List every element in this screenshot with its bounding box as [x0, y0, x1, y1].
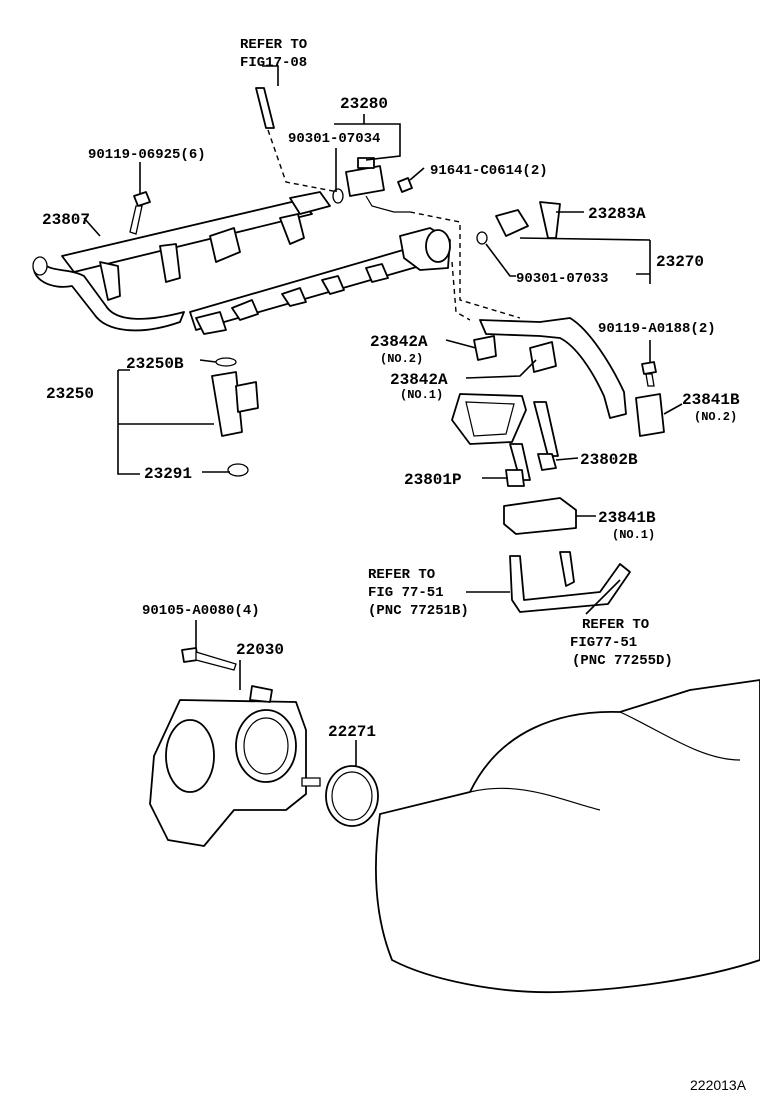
clamp-23841B-no2	[635, 393, 665, 437]
label-23841B-no1-sub: (NO.1)	[612, 528, 655, 542]
label-23291: 23291	[144, 465, 192, 483]
gasket-22271	[325, 765, 379, 827]
label-23802B: 23802B	[580, 451, 638, 469]
label-90301-07033: 90301-07033	[516, 271, 608, 287]
label-23842A-no2-sub: (NO.2)	[380, 352, 423, 366]
label-refer-fig77-51-b-line2: FIG77-51	[570, 635, 637, 651]
label-91641-C0614: 91641-C0614(2)	[430, 163, 548, 179]
label-23841B-no2-sub: (NO.2)	[694, 410, 737, 424]
label-refer-fig77-51-a-line3: (PNC 77251B)	[368, 603, 469, 619]
bolt-90119-06925	[129, 191, 151, 235]
label-23841B-no1: 23841B	[598, 509, 656, 527]
label-refer-fig77-51-a-line2: FIG 77-51	[368, 585, 444, 601]
label-22271: 22271	[328, 723, 376, 741]
label-23280: 23280	[340, 95, 388, 113]
bolt-90119-A0188	[641, 361, 657, 387]
clamp-23841B-no1	[503, 497, 577, 535]
fuel-delivery-pipe-front	[189, 227, 451, 335]
vacuum-hoses-77-51	[509, 551, 631, 613]
label-refer-fig17-08-line1: REFER TO	[240, 37, 307, 53]
pressure-regulator-23280	[332, 157, 413, 213]
label-refer-fig77-51-b-line3: (PNC 77255D)	[572, 653, 673, 669]
intake-manifold	[375, 679, 760, 994]
label-90105-A0080: 90105-A0080(4)	[142, 603, 260, 619]
label-90119-06925: 90119-06925(6)	[88, 147, 206, 163]
leader-lines	[83, 65, 683, 766]
label-23841B-no2: 23841B	[682, 391, 740, 409]
label-23801P: 23801P	[404, 471, 462, 489]
label-23842A-no1: 23842A	[390, 371, 448, 389]
vacuum-hose-stub	[255, 87, 339, 193]
fuel-delivery-pipe-rear	[61, 191, 331, 301]
throttle-body-22030	[149, 685, 321, 847]
label-23283A: 23283A	[588, 205, 646, 223]
label-23807: 23807	[42, 211, 90, 229]
label-23270: 23270	[656, 253, 704, 271]
label-23250B: 23250B	[126, 355, 184, 373]
label-refer-fig77-51-b-line1: REFER TO	[582, 617, 649, 633]
label-22030: 22030	[236, 641, 284, 659]
label-refer-fig17-08-line2: FIG17-08	[240, 55, 307, 71]
fuel-tube-23807	[32, 256, 185, 332]
label-refer-fig77-51-a-line1: REFER TO	[368, 567, 435, 583]
fuel-injector-23250	[211, 357, 259, 477]
figure-id: 222013A	[690, 1077, 747, 1093]
pulsation-damper-23270	[476, 201, 561, 245]
label-90119-A0188: 90119-A0188(2)	[598, 321, 716, 337]
label-23842A-no1-sub: (NO.1)	[400, 388, 443, 402]
clamp-23842A	[473, 335, 557, 373]
bolt-90105-A0080	[181, 647, 237, 671]
label-90301-07034: 90301-07034	[288, 131, 380, 147]
fuel-pipe-assembly	[451, 317, 627, 487]
label-23842A-no2: 23842A	[370, 333, 428, 351]
label-23250: 23250	[46, 385, 94, 403]
